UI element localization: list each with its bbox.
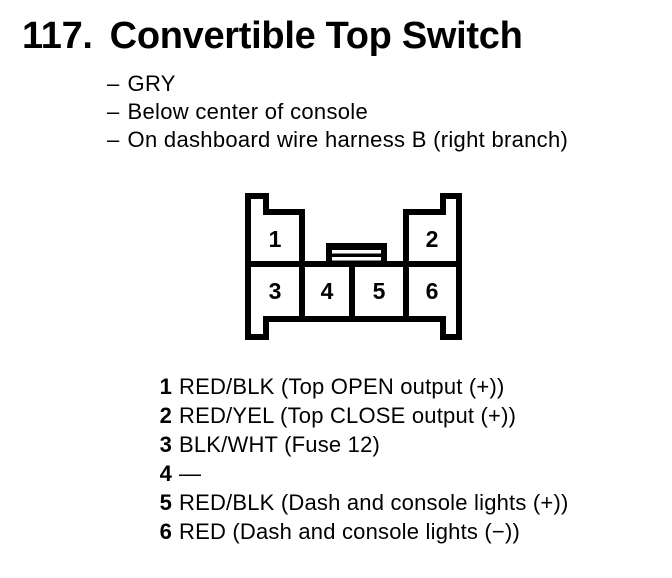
note-item: – On dashboard wire harness B (right bra… bbox=[107, 126, 568, 154]
pin-number: 2 bbox=[159, 403, 172, 428]
pin-number: 6 bbox=[159, 519, 172, 544]
pin-list-row: 3 BLK/WHT (Fuse 12) bbox=[140, 430, 569, 459]
keying-tab bbox=[326, 243, 387, 264]
connector-pin-number-4: 4 bbox=[320, 278, 334, 304]
note-text: On dashboard wire harness B (right branc… bbox=[127, 127, 569, 152]
keying-tab-stripe bbox=[332, 257, 381, 261]
connector-pin-number-2: 2 bbox=[425, 226, 439, 252]
page-title: Convertible Top Switch bbox=[109, 15, 523, 57]
connector-notes: – GRY – Below center of console – On das… bbox=[107, 70, 568, 154]
note-item: – GRY bbox=[107, 70, 568, 98]
pin-list-row: 5 RED/BLK (Dash and console lights (+)) bbox=[140, 488, 569, 517]
note-dash: – bbox=[107, 127, 120, 152]
connector-diagram bbox=[245, 193, 462, 340]
note-text: GRY bbox=[127, 71, 176, 96]
pin-description: BLK/WHT (Fuse 12) bbox=[179, 432, 381, 457]
pin-number: 1 bbox=[159, 374, 172, 399]
pin-list-row: 4 — bbox=[140, 459, 569, 488]
pin-description: — bbox=[179, 461, 202, 486]
section-number: 117. bbox=[22, 15, 93, 57]
note-item: – Below center of console bbox=[107, 98, 568, 126]
keying-tab-stripe bbox=[332, 250, 381, 254]
note-dash: – bbox=[107, 99, 120, 124]
pin-number: 5 bbox=[159, 490, 172, 515]
pin-list-row: 6 RED (Dash and console lights (−)) bbox=[140, 517, 569, 546]
note-dash: – bbox=[107, 71, 120, 96]
pin-list: 1 RED/BLK (Top OPEN output (+)) 2 RED/YE… bbox=[140, 372, 569, 546]
pin-description: RED/BLK (Dash and console lights (+)) bbox=[179, 490, 569, 515]
pin-description: RED/BLK (Top OPEN output (+)) bbox=[179, 374, 505, 399]
connector-pin-number-3: 3 bbox=[268, 278, 282, 304]
pin-list-row: 1 RED/BLK (Top OPEN output (+)) bbox=[140, 372, 569, 401]
pin-description: RED/YEL (Top CLOSE output (+)) bbox=[179, 403, 517, 428]
connector-pin-number-1: 1 bbox=[268, 226, 282, 252]
connector-pin-number-6: 6 bbox=[425, 278, 439, 304]
section-header: 117. Convertible Top Switch bbox=[22, 15, 523, 58]
pin-list-row: 2 RED/YEL (Top CLOSE output (+)) bbox=[140, 401, 569, 430]
pin-description: RED (Dash and console lights (−)) bbox=[179, 519, 521, 544]
pin-number: 3 bbox=[159, 432, 172, 457]
pin-number: 4 bbox=[159, 461, 172, 486]
note-text: Below center of console bbox=[127, 99, 369, 124]
connector-pin-number-5: 5 bbox=[372, 278, 386, 304]
